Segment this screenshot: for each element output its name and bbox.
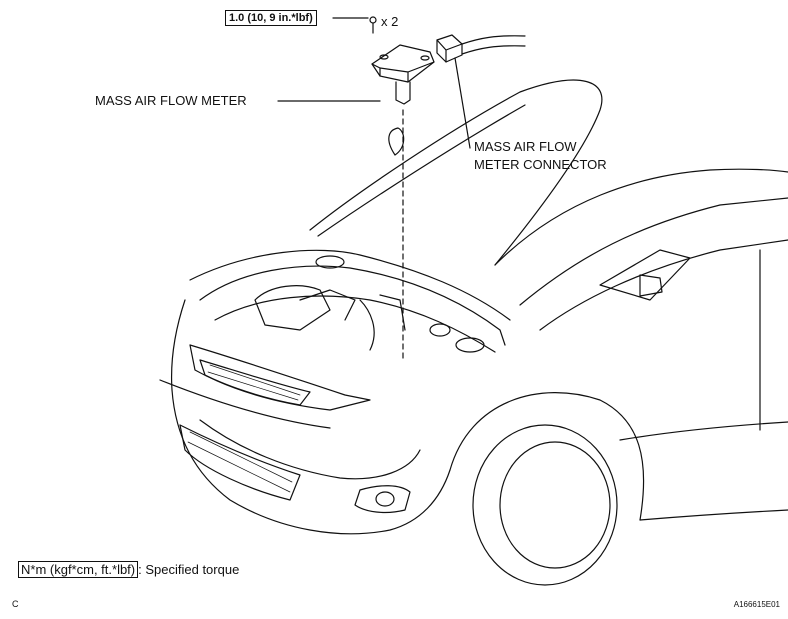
figure-id: A166615E01 [733,600,780,609]
connector-label-line2: METER CONNECTOR [474,157,607,172]
connector-icon [436,34,526,63]
connector-label-line1: MASS AIR FLOW [474,139,577,154]
legend-units: N*m (kgf*cm, ft.*lbf) [18,561,139,578]
front-wheel [472,424,618,586]
mass-air-flow-meter-icon [371,44,435,105]
bolt-quantity-label: x 2 [381,14,399,29]
grille-mesh [187,364,301,493]
torque-spec-label: 1.0 (10, 9 in.*lbf) [225,10,317,26]
corner-code: C [12,599,19,609]
torque-legend: N*m (kgf*cm, ft.*lbf): Specified torque [18,561,240,578]
car-body-icon [159,168,788,586]
hood-icon [309,79,603,266]
connector-leader-line [454,57,471,149]
mass-air-flow-meter-label: MASS AIR FLOW METER [95,93,247,108]
bolt-icon [369,16,377,34]
connector-label: MASS AIR FLOW METER CONNECTOR [474,138,607,174]
legend-text: : Specified torque [138,562,240,577]
